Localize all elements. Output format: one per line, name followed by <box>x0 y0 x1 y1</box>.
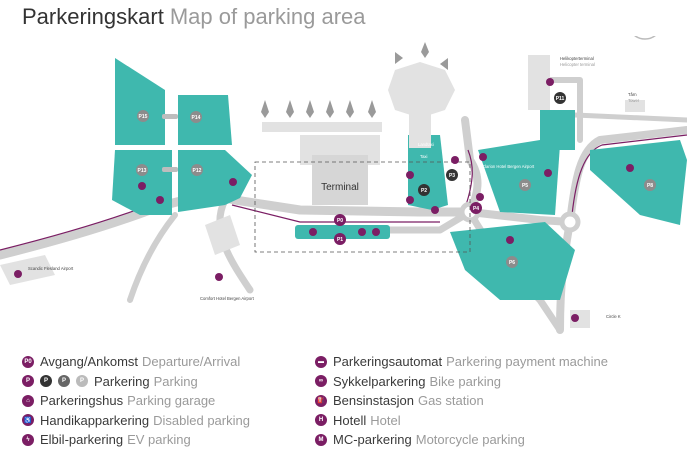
gas-station-icon <box>571 314 579 322</box>
helicopter-terminal-en-label: Helicopter terminal <box>560 62 595 67</box>
parking-map: Terminal Scandic Flesland Airport Comfor… <box>0 36 687 334</box>
pier-hub <box>388 62 455 118</box>
tower-label: Tårn <box>628 92 637 97</box>
badge-p15: P15 <box>139 114 148 120</box>
parking-icon: P <box>76 375 88 388</box>
terminal-building <box>312 155 368 205</box>
parking-area-p15 <box>115 58 165 145</box>
parking-area-p3 <box>408 135 448 210</box>
parking-area-p14 <box>178 95 232 145</box>
disabled-parking-icon <box>546 78 554 86</box>
badge-p11: P11 <box>556 96 565 102</box>
title-norwegian: Parkeringskart <box>22 4 164 29</box>
hotel-icon <box>14 270 22 278</box>
parking-area-p11 <box>540 110 575 150</box>
payment-machine-icon: ▬ <box>315 355 327 368</box>
connector-icon <box>162 114 178 119</box>
tower-building <box>625 100 645 112</box>
badge-p2: P2 <box>421 188 427 194</box>
payment-machine-icon <box>229 178 237 186</box>
badge-p13: P13 <box>138 168 147 174</box>
badge-p3: P3 <box>449 173 455 179</box>
badge-p8: P8 <box>647 183 653 189</box>
title-english: Map of parking area <box>169 4 366 29</box>
scandic-label: Scandic Flesland Airport <box>28 266 74 271</box>
terminal-label: Terminal <box>321 182 359 193</box>
badge-p4: P4 <box>473 206 479 212</box>
hotel-icon: H <box>315 414 327 427</box>
helicopter-terminal-building <box>528 55 550 110</box>
ev-parking-icon <box>431 206 439 214</box>
badge-p5: P5 <box>522 183 528 189</box>
landtaxi-label: Landtaxi <box>418 142 434 147</box>
badge-p1: P1 <box>337 237 343 243</box>
clarion-label: Clarion Hotel Bergen Airport <box>482 164 535 169</box>
detail-zone-outline <box>254 161 471 253</box>
disabled-parking-icon <box>506 236 514 244</box>
gate-pier <box>262 122 382 132</box>
badge-p12: P12 <box>193 168 202 174</box>
badge-p14: P14 <box>192 115 201 121</box>
pier-connector <box>409 110 431 148</box>
badge-p6: P6 <box>509 260 515 266</box>
comfort-hotel-building <box>205 215 240 255</box>
disabled-parking-icon: ♿ <box>22 414 34 427</box>
motorcycle-parking-icon: M <box>315 433 327 446</box>
circle-k-label: Circle K <box>606 314 621 319</box>
disabled-parking-icon <box>544 169 552 177</box>
parking-area-p5 <box>478 140 560 215</box>
gas-station-icon: ⛽ <box>315 394 327 407</box>
scandic-hotel-building <box>0 255 55 285</box>
compass-icon <box>634 36 656 40</box>
parking-icon: P <box>40 375 52 388</box>
ev-parking-icon <box>156 196 164 204</box>
hotel-icon <box>451 156 459 164</box>
badge-p0: P0 <box>337 218 343 224</box>
disabled-parking-icon <box>406 171 414 179</box>
airplane-icons <box>261 42 448 118</box>
bike-parking-icon: ∞ <box>315 375 327 388</box>
parking-icon: P <box>58 375 70 388</box>
tower-en-label: Tower <box>628 98 640 103</box>
parking-icon: P <box>22 375 34 388</box>
ev-parking-icon: ϟ <box>22 433 34 446</box>
map-service-icons <box>14 78 634 322</box>
payment-machine-icon <box>372 228 380 236</box>
disabled-parking-icon <box>138 182 146 190</box>
comfort-label: Comfort Hotel Bergen Airport <box>200 296 255 301</box>
disabled-parking-icon <box>358 228 366 236</box>
parking-badges: P15 P14 P13 P12 P0 P1 P2 P3 P4 P5 P6 P8 … <box>136 92 656 268</box>
disabled-parking-icon <box>309 228 317 236</box>
taxi-label: Taxi <box>420 154 428 159</box>
connector-icon <box>162 167 178 172</box>
airport-buildings <box>0 55 645 328</box>
disabled-parking-icon <box>626 164 634 172</box>
hotel-icon <box>215 273 223 281</box>
departure-arrival-icon: P0 <box>22 355 34 368</box>
parking-garage-icon: ⌂ <box>22 394 34 407</box>
helicopter-terminal-label: Helikopterterminal <box>560 56 594 61</box>
bike-parking-icon <box>406 196 414 204</box>
parking-area-p8 <box>590 140 687 225</box>
hotel-icon <box>476 193 484 201</box>
disabled-parking-icon <box>479 153 487 161</box>
parking-area-p1 <box>295 225 390 239</box>
roundabout <box>559 211 581 233</box>
